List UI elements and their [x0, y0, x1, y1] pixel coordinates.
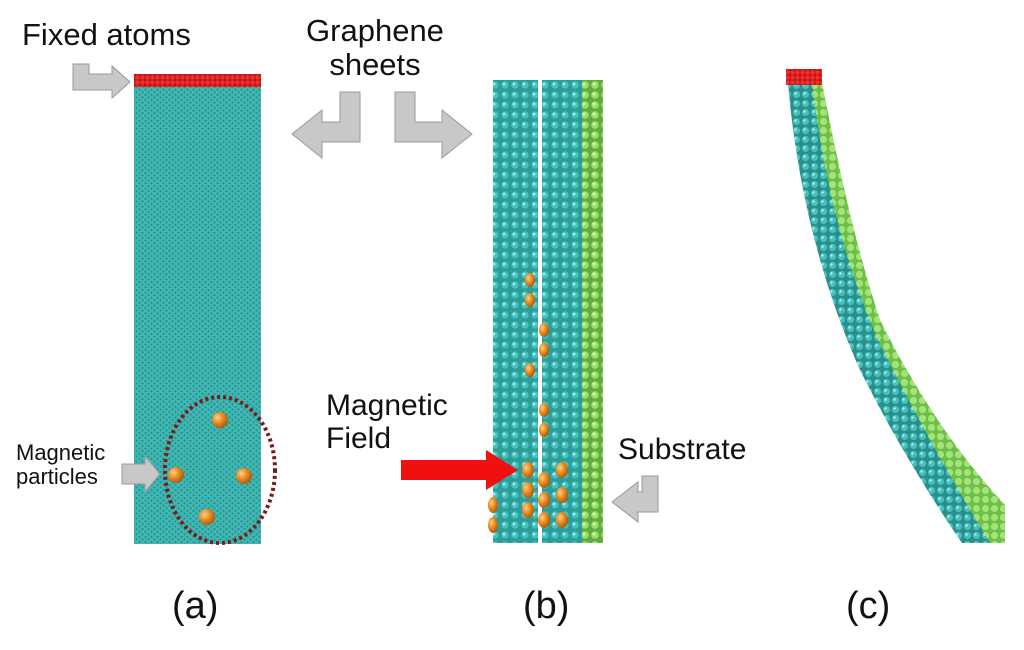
substrate-label: Substrate — [618, 433, 747, 466]
magnetic-particles-label-line1: Magnetic — [16, 440, 106, 465]
substrate-arrow-icon — [611, 475, 659, 524]
panel-c — [786, 69, 1005, 543]
fixed-atoms-layer-a — [134, 74, 261, 87]
graphene-sheets-label: Graphene sheets — [292, 13, 458, 83]
fixed-atoms-arrow-icon — [72, 63, 131, 100]
magnetic-field-label-line2: Field — [326, 422, 392, 455]
magnetic-field-arrow-icon — [401, 450, 518, 490]
caption-c: (c) — [846, 585, 891, 627]
graphene-sheets-label-line2: sheets — [329, 47, 421, 83]
magnetic-particles-arrow-icon — [121, 454, 161, 494]
magnetic-particles-a — [168, 412, 252, 525]
magnetic-particles-label: Magnetic particles — [16, 440, 106, 490]
caption-b: (b) — [523, 585, 570, 627]
graphene-left-arrow-icon — [291, 91, 361, 160]
substrate-layer-b — [582, 80, 603, 543]
magnetic-particles-b — [488, 273, 568, 533]
substrate-layer-c — [808, 82, 1005, 543]
caption-a: (a) — [172, 585, 219, 627]
magnetic-field-label-line1: Magnetic — [326, 389, 448, 422]
fixed-atoms-label: Fixed atoms — [22, 17, 191, 52]
graphene-sheet-c — [788, 84, 990, 543]
magnetic-field-label: Magnetic Field — [326, 389, 448, 455]
fixed-atoms-layer-c — [786, 69, 822, 85]
graphene-sheets-label-line1: Graphene — [306, 13, 444, 48]
particles-highlight-ellipse — [163, 395, 277, 545]
panel-b — [488, 80, 603, 543]
magnetic-particles-label-line2: particles — [16, 464, 98, 490]
graphene-right-arrow-icon — [394, 91, 473, 160]
